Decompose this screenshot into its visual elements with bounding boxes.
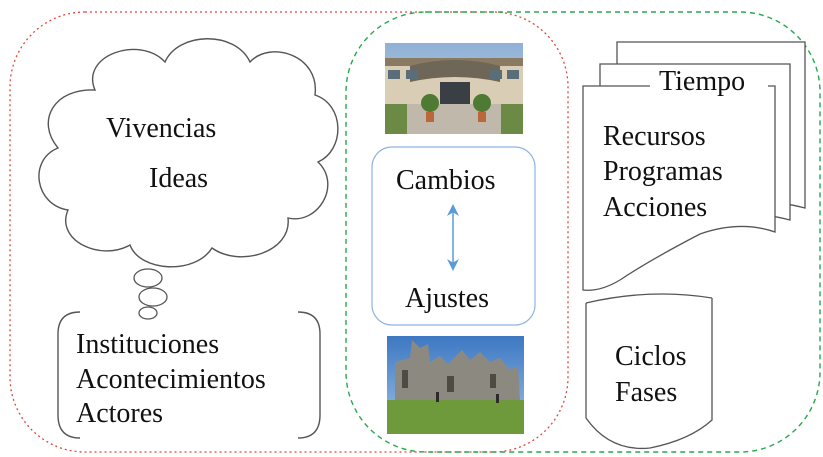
bracket-box: Instituciones Acontecimientos Actores bbox=[57, 311, 321, 439]
cyl-text-ciclos: Ciclos bbox=[615, 341, 687, 372]
cloud-text-vivencias: Vivencias bbox=[106, 113, 216, 144]
bracket-text-acontecimientos: Acontecimientos bbox=[76, 364, 266, 395]
thought-cloud: Vivencias Ideas bbox=[38, 38, 339, 320]
document-stack: Tiempo Recursos Programas Acciones bbox=[582, 41, 806, 291]
left-region-border bbox=[9, 11, 569, 453]
bracket-text-instituciones: Instituciones bbox=[76, 329, 219, 360]
doc-text-programas: Programas bbox=[603, 156, 723, 187]
ruins-photo bbox=[387, 336, 524, 434]
label-tiempo: Tiempo bbox=[659, 66, 745, 97]
doc-text-recursos: Recursos bbox=[603, 121, 706, 152]
bracket-text-actores: Actores bbox=[76, 398, 163, 429]
doc-text-acciones: Acciones bbox=[603, 192, 707, 223]
label-cambios: Cambios bbox=[396, 165, 496, 196]
cyl-text-fases: Fases bbox=[615, 377, 677, 408]
label-ajustes: Ajustes bbox=[405, 283, 489, 314]
building-entrance-photo bbox=[385, 43, 523, 134]
cloud-text-ideas: Ideas bbox=[149, 163, 208, 194]
right-region-border bbox=[345, 11, 821, 453]
cylinder-shape: Ciclos Fases bbox=[585, 293, 713, 450]
